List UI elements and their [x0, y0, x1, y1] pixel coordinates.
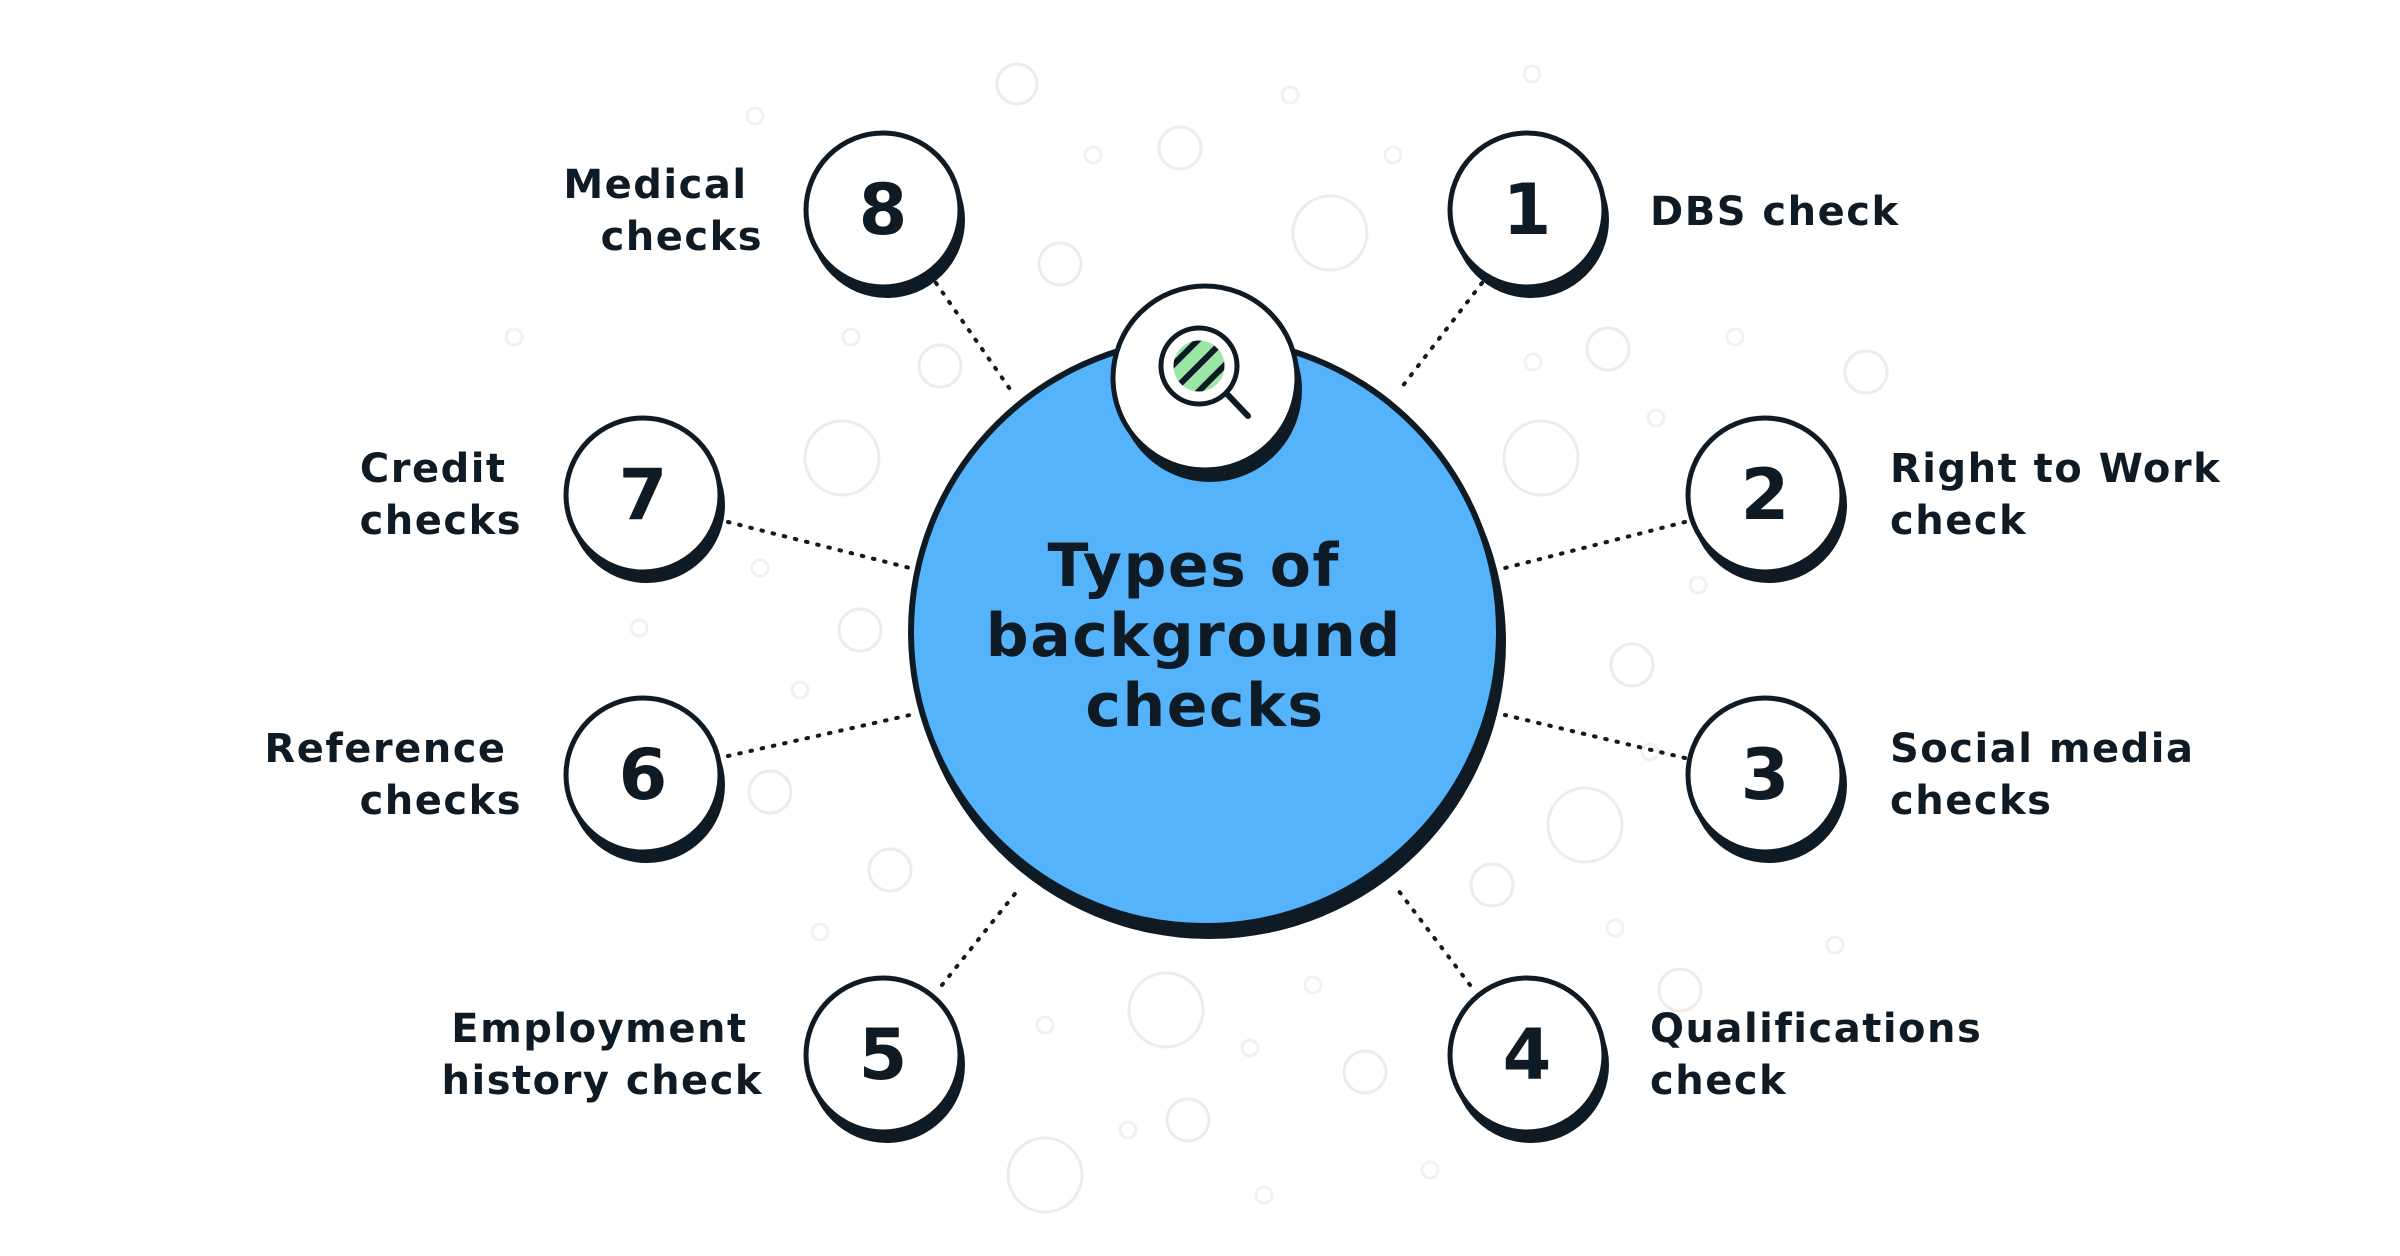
- item-number: 7: [619, 454, 668, 536]
- item-6: 6 Reference checks: [264, 695, 725, 863]
- item-number: 6: [619, 734, 668, 816]
- item-label: Medical checks: [563, 162, 763, 260]
- item-number: 2: [1741, 454, 1790, 536]
- item-number: 8: [859, 169, 908, 251]
- item-3: 3 Social media checks: [1685, 695, 2210, 863]
- center-hub: Types of background checks: [908, 335, 1506, 939]
- magnifying-glass-icon: [1158, 325, 1251, 419]
- center-title: Types of background checks: [986, 531, 1424, 741]
- item-number-circle: [803, 975, 963, 1135]
- item-label: Reference checks: [264, 726, 522, 824]
- item-label: Right to Work check: [1890, 446, 2237, 544]
- item-label: Social media checks: [1890, 726, 2210, 824]
- connector-lines: [726, 281, 1687, 987]
- magnifying-glass-badge: [1110, 283, 1302, 482]
- item-4: 4 Qualifications check: [1447, 975, 1998, 1143]
- item-number-circle: [1685, 415, 1845, 575]
- connector-6: [726, 713, 912, 758]
- item-2: 2 Right to Work check: [1685, 415, 2237, 583]
- item-label: DBS check: [1650, 189, 1900, 235]
- item-label: Credit checks: [360, 446, 522, 544]
- center-title-line-3: checks: [1085, 671, 1324, 741]
- item-5: 5 Employment history check: [442, 975, 965, 1143]
- item-number: 5: [859, 1014, 908, 1096]
- item-number: 1: [1503, 169, 1552, 251]
- connector-5: [940, 888, 1020, 987]
- item-7: 7 Credit checks: [360, 415, 725, 583]
- item-number-circle: [1685, 695, 1845, 855]
- item-label: Employment history check: [442, 1006, 763, 1104]
- item-8: 8 Medical checks: [563, 130, 965, 298]
- item-number: 3: [1741, 734, 1790, 816]
- connector-8: [934, 281, 1014, 394]
- item-number-circle: [803, 130, 963, 290]
- item-number-circle: [1447, 975, 1607, 1135]
- center-title-line-2: background: [986, 601, 1402, 671]
- connector-7: [726, 520, 912, 570]
- connector-3: [1503, 713, 1687, 760]
- item-number-circle: [563, 695, 723, 855]
- center-title-line-1: Types of: [1048, 531, 1341, 601]
- connector-2: [1503, 520, 1687, 570]
- item-label: Qualifications check: [1650, 1006, 1998, 1104]
- item-1: 1 DBS check: [1447, 130, 1900, 298]
- item-number-circle: [1447, 130, 1607, 290]
- connector-1: [1396, 281, 1484, 394]
- item-number-circle: [563, 415, 723, 575]
- item-number: 4: [1503, 1014, 1552, 1096]
- connector-4: [1396, 888, 1472, 987]
